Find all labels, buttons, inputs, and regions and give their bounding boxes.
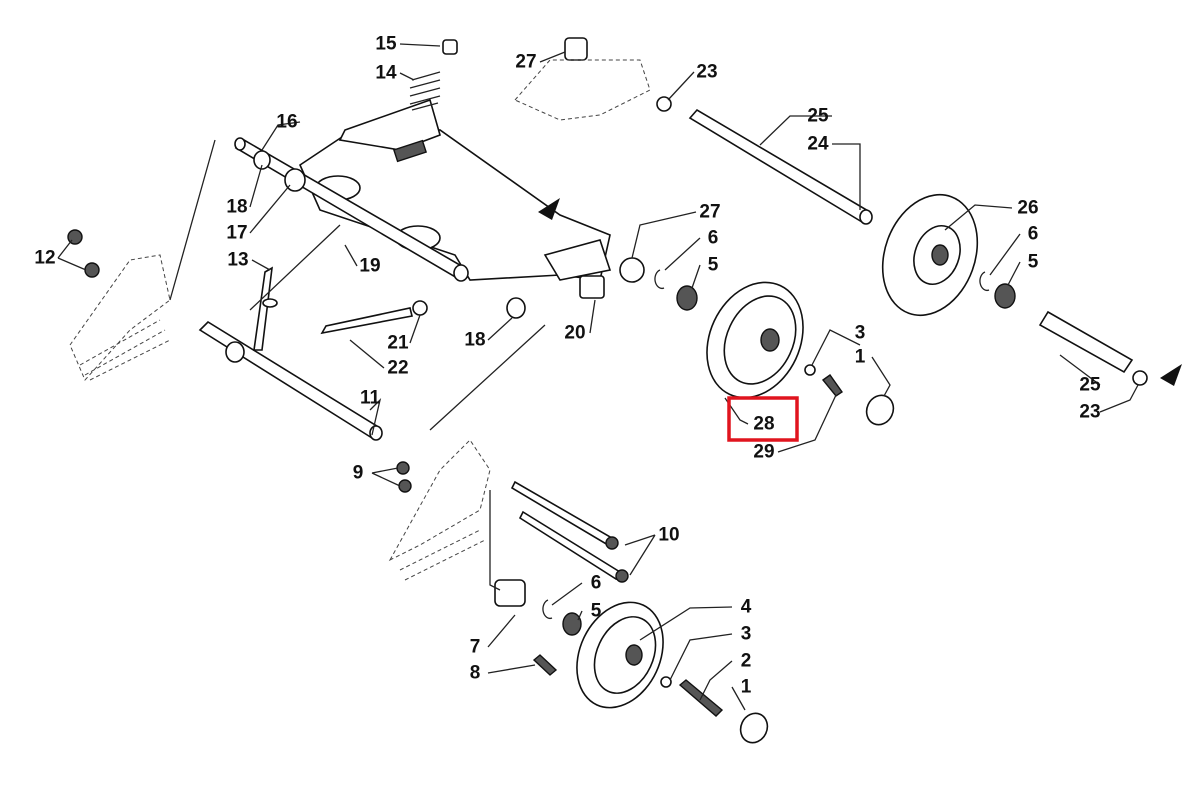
callout-2: 2 [741, 651, 752, 672]
leader-lines [57, 43, 1139, 711]
callout-26: 26 [1017, 198, 1038, 219]
spring [409, 39, 458, 111]
callout-28: 28 [753, 414, 774, 435]
callout-1: 1 [855, 347, 866, 368]
callout-3: 3 [741, 624, 752, 645]
idler-wheel-4 [576, 601, 664, 709]
callout-21: 21 [387, 333, 409, 354]
callout-18: 18 [464, 330, 485, 351]
callout-13: 13 [227, 250, 248, 271]
callout-22: 22 [387, 358, 408, 379]
callout-14: 14 [375, 63, 397, 84]
callout-1: 1 [741, 677, 752, 698]
callout-11: 11 [360, 388, 381, 409]
rear-arm [298, 98, 612, 281]
callout-8: 8 [470, 663, 481, 684]
left-bracket [69, 254, 491, 581]
callout-5: 5 [591, 601, 602, 622]
callout-29: 29 [753, 442, 774, 463]
callout-6: 6 [1028, 224, 1039, 245]
callout-6: 6 [591, 573, 602, 594]
callout-7: 7 [470, 637, 481, 658]
callout-23: 23 [1079, 402, 1100, 423]
callout-4: 4 [741, 597, 752, 618]
callout-24: 24 [807, 134, 829, 155]
upper-shaft [234, 137, 469, 282]
callout-15: 15 [375, 34, 397, 55]
lower-shaft [198, 266, 383, 441]
highlight-box-28 [727, 396, 799, 442]
callout-labels: 15 14 16 27 23 25 24 26 18 17 27 6 5 6 5… [34, 34, 1101, 698]
callout-19: 19 [359, 256, 380, 277]
callout-5: 5 [708, 255, 719, 276]
callout-27: 27 [699, 202, 720, 223]
callout-25: 25 [1079, 375, 1101, 396]
callout-27: 27 [515, 52, 536, 73]
callout-16: 16 [276, 112, 297, 133]
callout-9: 9 [353, 463, 364, 484]
callout-6: 6 [708, 228, 719, 249]
callout-5: 5 [1028, 252, 1039, 273]
idler-wheel-28 [706, 281, 804, 399]
callout-20: 20 [564, 323, 585, 344]
callout-12: 12 [34, 248, 55, 269]
callout-10: 10 [658, 525, 679, 546]
callout-3: 3 [855, 323, 866, 344]
callout-23: 23 [696, 62, 717, 83]
callout-18: 18 [226, 197, 247, 218]
callout-25: 25 [807, 106, 829, 127]
callout-17: 17 [226, 223, 247, 244]
idler-wheel-26 [881, 193, 979, 317]
